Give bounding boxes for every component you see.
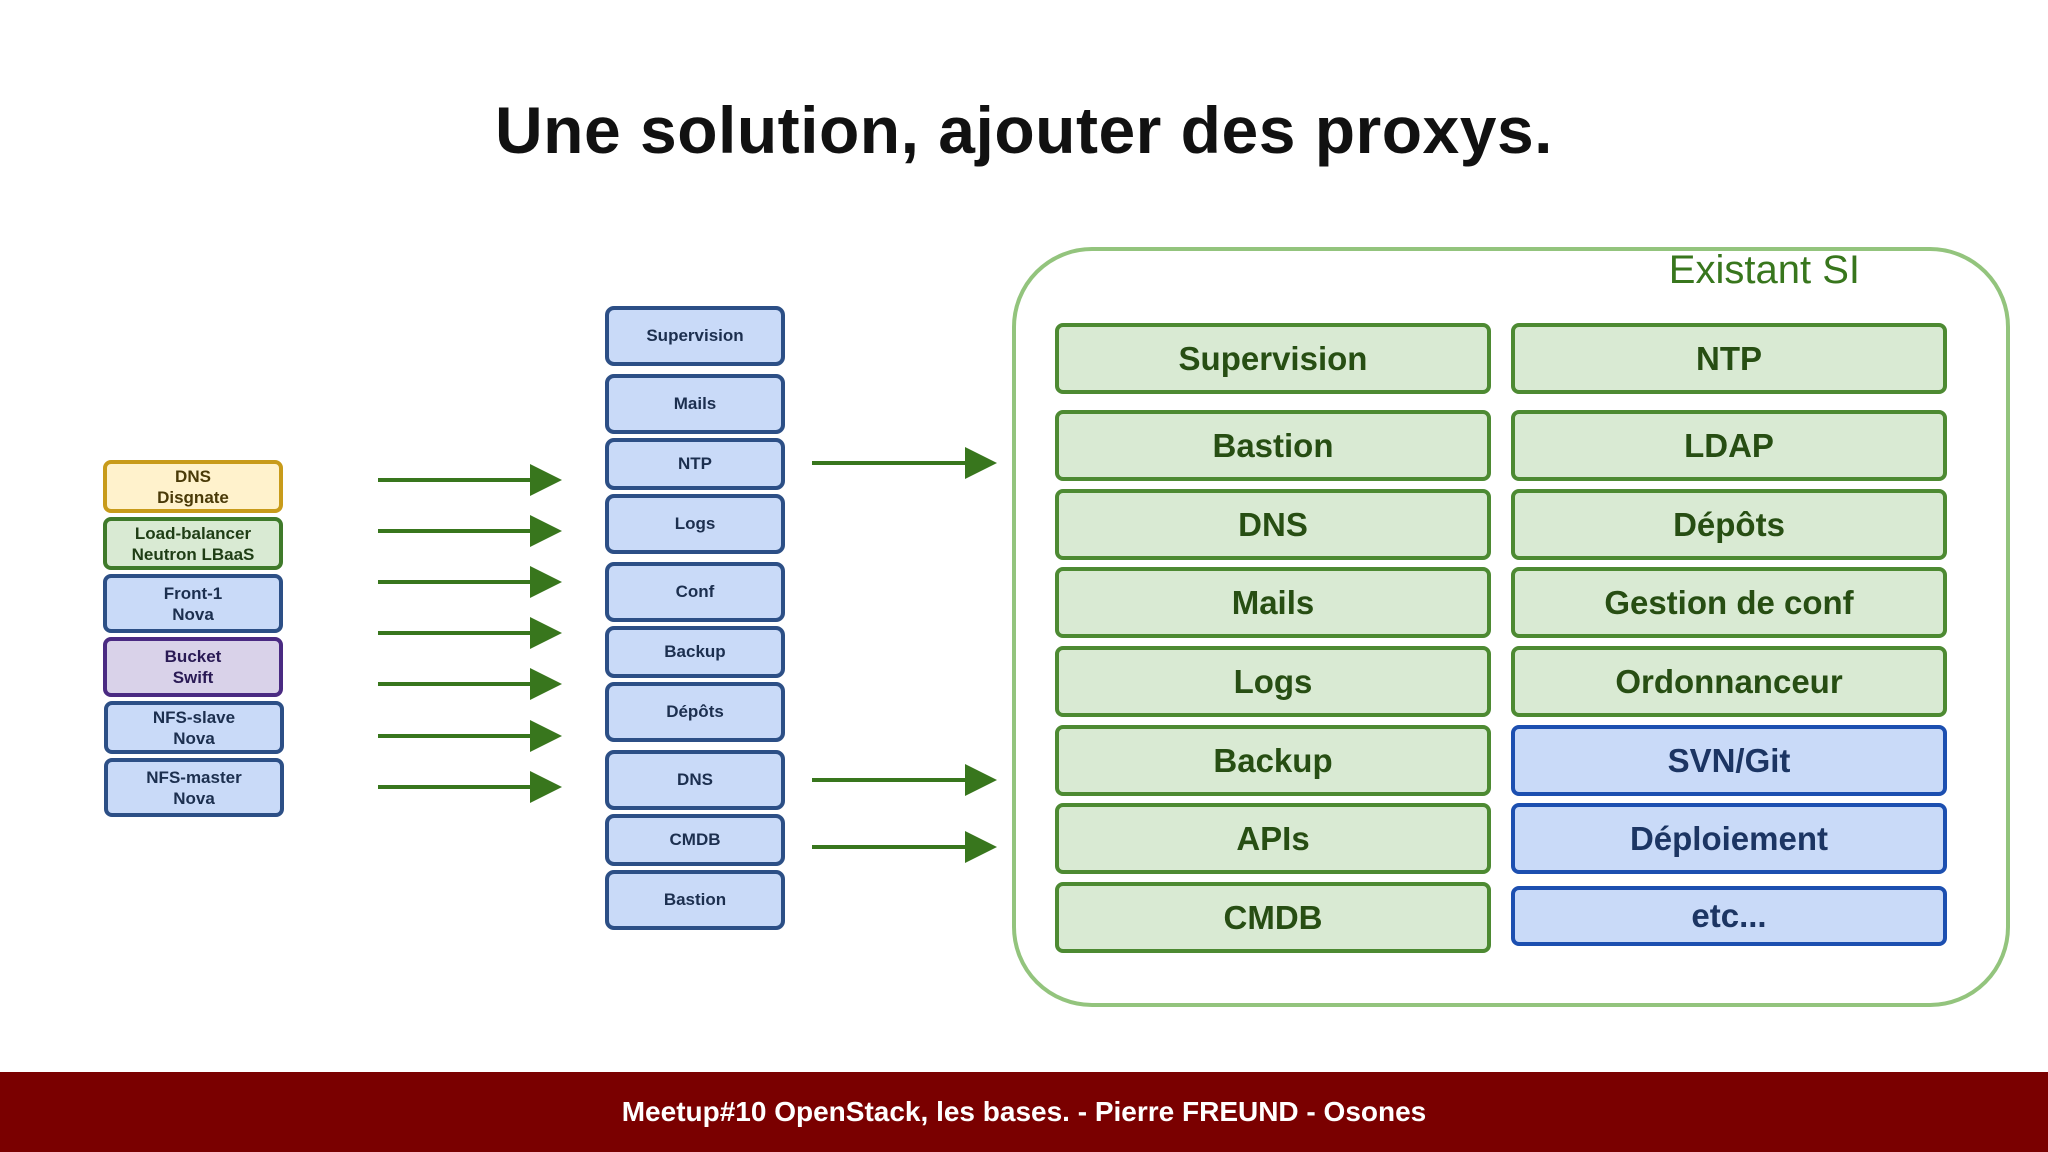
instance-line2: Neutron LBaaS	[131, 544, 255, 564]
proxy-bastion: Bastion	[605, 870, 785, 930]
proxy-depots: Dépôts	[605, 682, 785, 742]
footer-text: Meetup#10 OpenStack, les bases. - Pierre…	[621, 1096, 1427, 1127]
si-backup: Backup	[1055, 725, 1491, 796]
si-deploiement: Déploiement	[1511, 803, 1947, 874]
proxy-backup: Backup	[605, 626, 785, 678]
si-depots: Dépôts	[1511, 489, 1947, 560]
instance-line2: Nova	[173, 728, 215, 748]
proxy-mails: Mails	[605, 374, 785, 434]
existant-si-title: Existant SI	[1668, 248, 1860, 292]
si-etc: etc...	[1511, 886, 1947, 946]
existant-si-container	[1012, 247, 2010, 1007]
instance-load-balancer: Load-balancer Neutron LBaaS	[103, 517, 283, 570]
proxy-conf: Conf	[605, 562, 785, 622]
instance-line2: Nova	[172, 604, 214, 624]
proxy-supervision: Supervision	[605, 306, 785, 366]
si-bastion: Bastion	[1055, 410, 1491, 481]
instance-bucket: Bucket Swift	[103, 637, 283, 697]
si-mails: Mails	[1055, 567, 1491, 638]
instance-nfs-master: NFS-master Nova	[104, 758, 284, 817]
si-supervision: Supervision	[1055, 323, 1491, 394]
proxy-dns: DNS	[605, 750, 785, 810]
si-dns: DNS	[1055, 489, 1491, 560]
si-cmdb: CMDB	[1055, 882, 1491, 953]
si-apis: APIs	[1055, 803, 1491, 874]
instance-line1: Load-balancer	[134, 523, 252, 543]
si-ordonnanceur: Ordonnanceur	[1511, 646, 1947, 717]
instance-line1: NFS-master	[146, 767, 242, 787]
instance-line2: Nova	[173, 788, 215, 808]
si-svn-git: SVN/Git	[1511, 725, 1947, 796]
si-logs: Logs	[1055, 646, 1491, 717]
instance-nfs-slave: NFS-slave Nova	[104, 701, 284, 754]
instance-line1: Front-1	[163, 583, 223, 603]
proxy-logs: Logs	[605, 494, 785, 554]
proxy-cmdb: CMDB	[605, 814, 785, 866]
instance-line1: Bucket	[164, 647, 222, 666]
si-gestion-de-conf: Gestion de conf	[1511, 567, 1947, 638]
si-ntp: NTP	[1511, 323, 1947, 394]
instance-front-1: Front-1 Nova	[103, 574, 283, 633]
instance-line1: DNS	[175, 466, 211, 486]
proxy-ntp: NTP	[605, 438, 785, 490]
instance-line2: Disgnate	[157, 487, 229, 507]
slide-title: Une solution, ajouter des proxys.	[494, 93, 1554, 167]
instance-line2: Swift	[172, 668, 214, 687]
instance-dns: DNS Disgnate	[103, 460, 283, 513]
si-ldap: LDAP	[1511, 410, 1947, 481]
footer-bar: Meetup#10 OpenStack, les bases. - Pierre…	[0, 1072, 2048, 1152]
instance-line1: NFS-slave	[152, 707, 236, 727]
